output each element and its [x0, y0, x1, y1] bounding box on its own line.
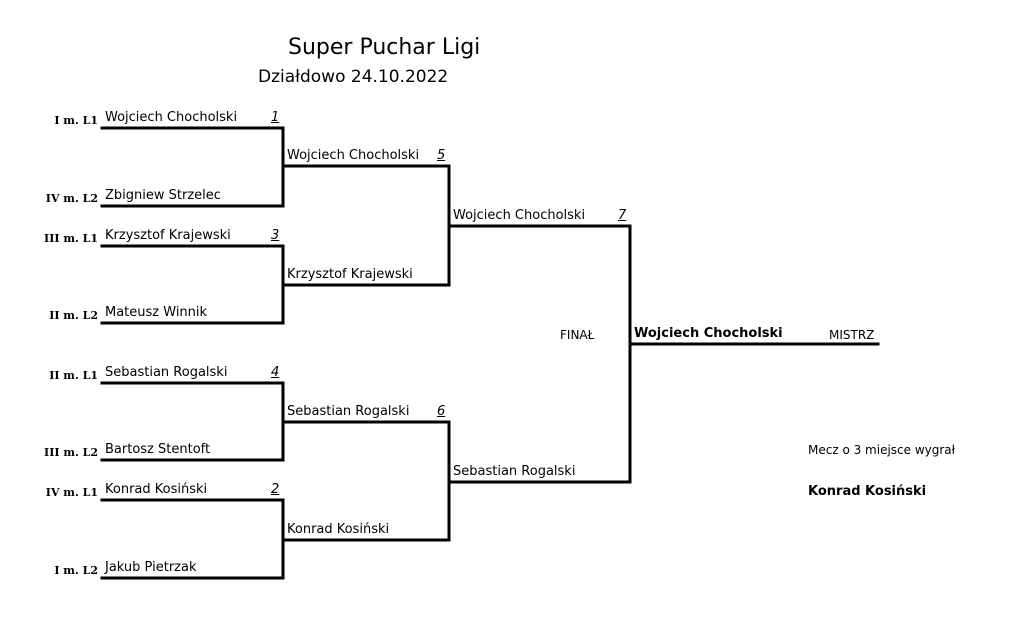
player-name: Jakub Pietrzak [105, 560, 197, 575]
player-name: Mateusz Winnik [105, 305, 208, 320]
match-number: 3 [271, 228, 280, 243]
seed-label: II m. L2 [49, 309, 98, 322]
seed-label: I m. L1 [54, 114, 98, 127]
player-name: Sebastian Rogalski [453, 464, 576, 479]
player-name: Wojciech Chocholski [287, 148, 420, 163]
final-label: FINAŁ [560, 328, 595, 342]
bracket-line [447, 224, 632, 484]
player-name: Konrad Kosiński [105, 482, 208, 497]
page-title: Super Puchar Ligi [288, 35, 481, 60]
player-name: Bartosz Stentoft [105, 442, 211, 457]
page-subtitle: Działdowo 24.10.2022 [258, 67, 449, 87]
player-name: Krzysztof Krajewski [287, 267, 413, 282]
third-place-label: Mecz o 3 miejsce wygrał [808, 443, 956, 457]
seed-label: I m. L2 [54, 564, 98, 577]
seed-label: IV m. L2 [45, 192, 98, 205]
champion-name: Wojciech Chocholski [634, 326, 783, 341]
match-number: 7 [618, 208, 627, 223]
match-number: 2 [271, 482, 280, 497]
player-name: Wojciech Chocholski [453, 208, 586, 223]
player-name: Wojciech Chocholski [105, 110, 238, 125]
seed-label: II m. L1 [49, 369, 98, 382]
match-number: 4 [271, 365, 280, 380]
seed-label: IV m. L1 [45, 486, 98, 499]
match-number: 6 [437, 404, 446, 419]
player-name: Konrad Kosiński [287, 522, 390, 537]
seed-label: III m. L1 [44, 232, 98, 245]
player-name: Krzysztof Krajewski [105, 228, 231, 243]
match-number: 5 [437, 148, 446, 163]
seed-label: III m. L2 [44, 446, 98, 459]
player-name: Sebastian Rogalski [287, 404, 410, 419]
match-number: 1 [271, 110, 280, 125]
third-place-winner: Konrad Kosiński [808, 484, 927, 499]
player-name: Zbigniew Strzelec [105, 188, 221, 203]
champion-label: MISTRZ [829, 328, 875, 342]
player-name: Sebastian Rogalski [105, 365, 228, 380]
